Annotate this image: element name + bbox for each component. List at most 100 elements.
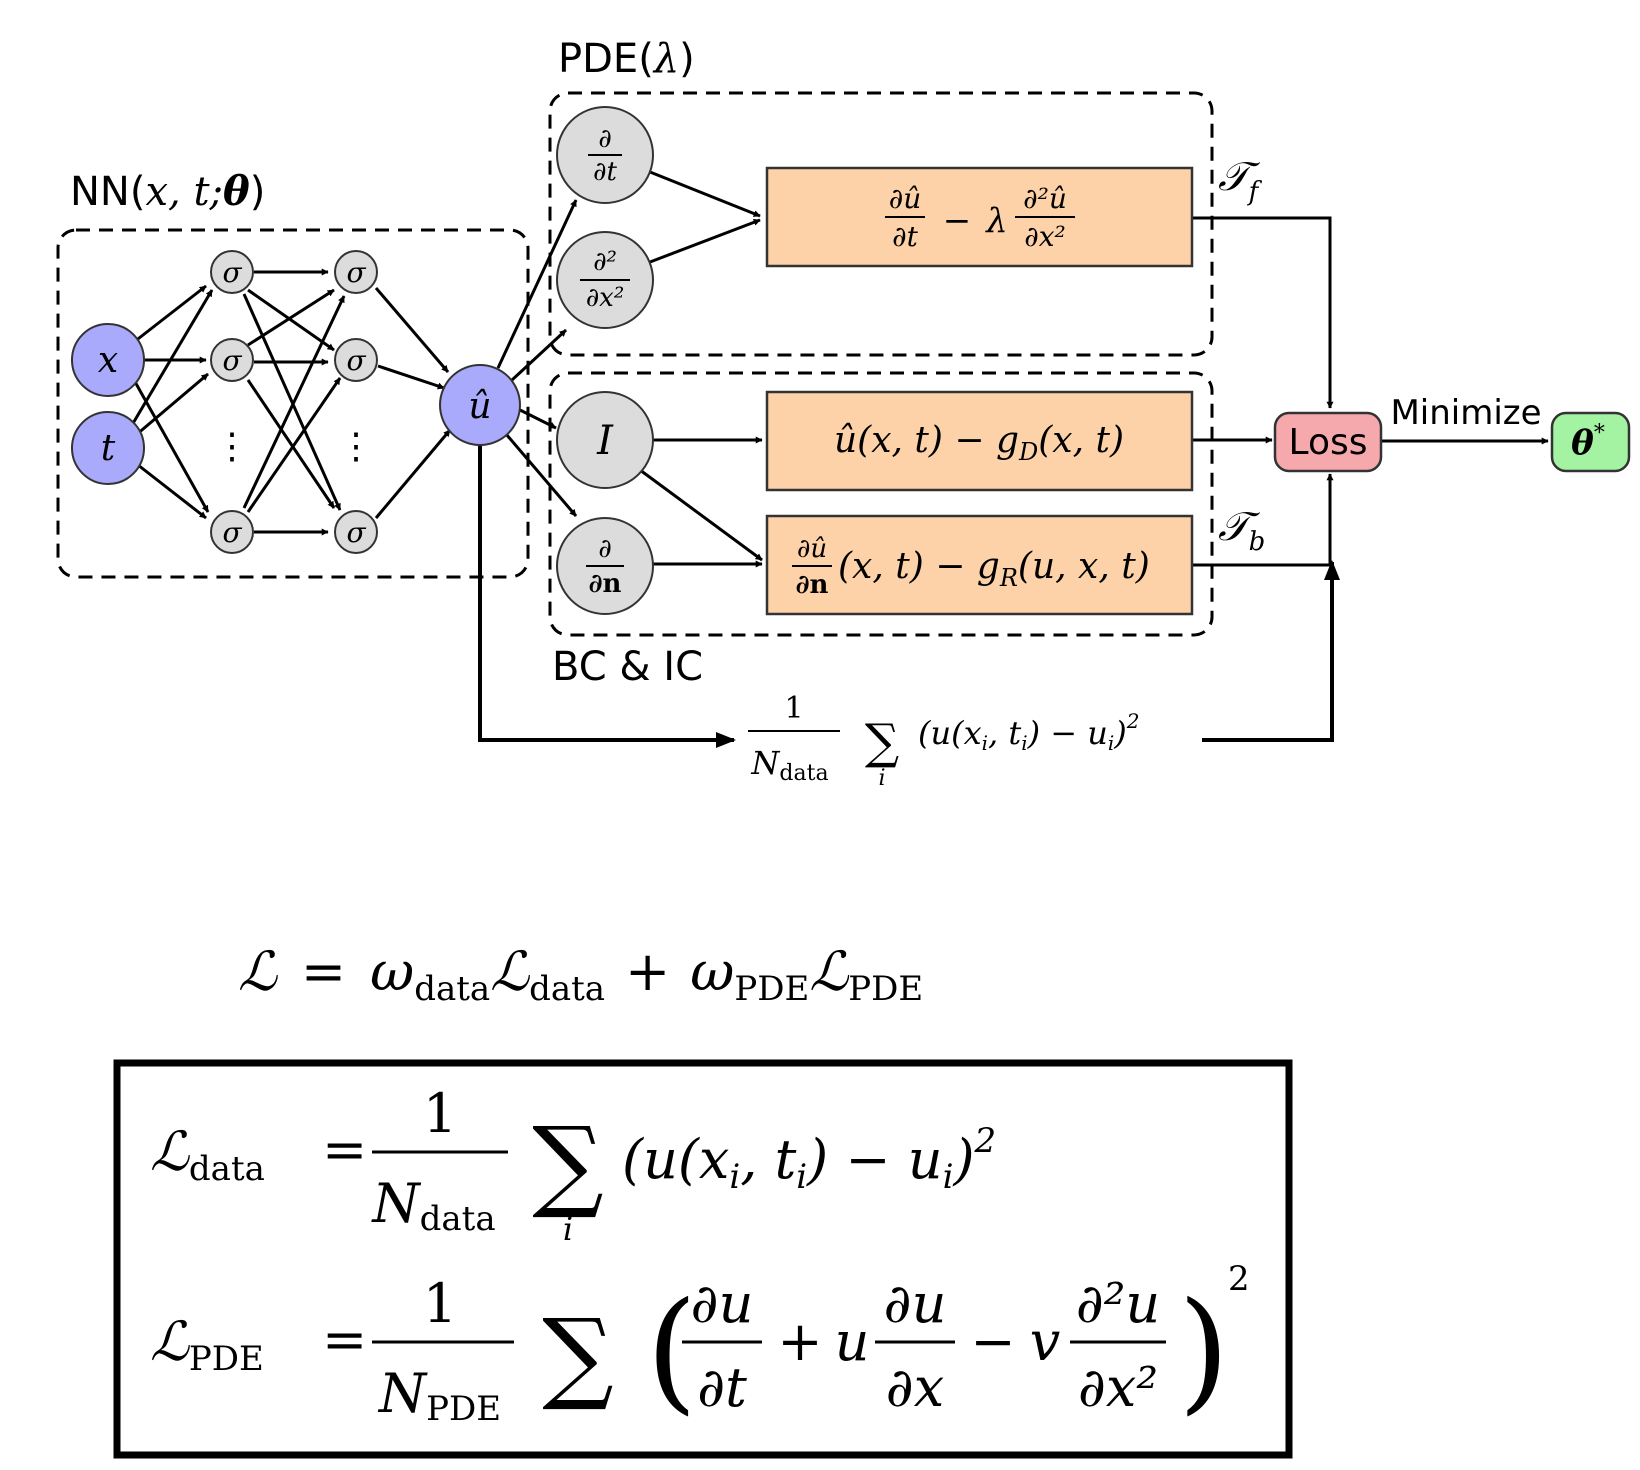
network-edges [130, 170, 1549, 568]
minimize-label: Minimize [1390, 393, 1541, 433]
pde-loss-lparen: ( [646, 1274, 698, 1428]
edge [374, 429, 452, 519]
training-set-b: 𝒯b [1218, 504, 1265, 557]
data-loss-N: Ndata [370, 1172, 495, 1239]
edge [519, 408, 557, 430]
theta-star-rect [1550, 411, 1631, 473]
theta-star-label: θ* [1571, 421, 1605, 463]
operator-d-dn-num: ∂ [598, 534, 611, 564]
pde-residual-d1: ∂t [892, 220, 918, 253]
data-loss-equation: ℒdata = 1 Ndata ∑ i (u(xi, ti) − ui)2 [150, 1082, 996, 1248]
operator-d-dt-num: ∂ [598, 124, 611, 154]
pde-loss-n2: ∂u [884, 1272, 947, 1335]
edge [1202, 560, 1340, 742]
edge [247, 288, 335, 347]
input-node-t [71, 411, 145, 485]
pde-residual-rect [765, 166, 1194, 268]
input-node-x-label: x [98, 340, 118, 381]
pde-loss-one: 1 [423, 1272, 457, 1335]
edge [496, 199, 578, 369]
output-layer: û [439, 364, 521, 446]
hidden-node [334, 250, 378, 294]
input-layer: x t [71, 323, 145, 485]
edge [504, 433, 578, 517]
edge [649, 218, 761, 264]
operator-identity-label: I [596, 418, 614, 464]
data-term-one: 1 [784, 691, 803, 726]
edge [130, 289, 214, 426]
pde-residual-n2: ∂²û [1023, 182, 1067, 215]
edge [374, 287, 450, 373]
hidden-layer-2: σ σ ⋮ σ [334, 250, 378, 554]
hidden-node-label: σ [222, 344, 242, 377]
robin-residual-num: ∂û [797, 534, 827, 564]
pde-loss-minus: − [970, 1310, 1015, 1373]
robin-residual-rect [765, 514, 1194, 616]
pde-residual-lambda: λ [984, 201, 1008, 241]
hidden-node [210, 510, 254, 554]
data-term-sum-sub: i [878, 766, 885, 791]
pde-loss-d2: ∂x [886, 1356, 944, 1419]
edge [377, 364, 445, 390]
edge [649, 170, 761, 218]
nn-group-frame [56, 228, 530, 579]
hidden-node-label: σ [222, 516, 242, 549]
pde-residual-minus: − [943, 201, 972, 241]
pde-residual-d2: ∂x² [1024, 220, 1066, 253]
pde-loss-equation: ℒPDE = 1 NPDE ∑ ( ∂u ∂t + u ∂u ∂x − v ∂²… [150, 1259, 1250, 1429]
nn-label: NN(x, t;θ) [70, 168, 265, 215]
pde-loss-n3: ∂²u [1076, 1272, 1160, 1335]
pde-residual-n1: ∂û [889, 182, 922, 215]
theta-star-node: θ* [1550, 411, 1631, 473]
total-loss-equation: ℒ=ωdataℒdata+ωPDEℒPDE [238, 940, 923, 1009]
dirichlet-residual-rect [765, 390, 1194, 492]
data-fit-path [478, 444, 1340, 748]
pde-group-frame [548, 91, 1214, 357]
edge [639, 468, 763, 562]
robin-residual-text: (x, t) − gR(u, x, t) [838, 546, 1150, 592]
hidden-node [210, 338, 254, 382]
pde-loss-plus: + [777, 1310, 822, 1373]
data-loss-eq: = [322, 1118, 367, 1181]
loss-definitions-frame [113, 1059, 1293, 1459]
operator-d-dn-den: ∂n [589, 569, 622, 599]
input-node-x [71, 323, 145, 397]
pde-loss-u: u [835, 1310, 870, 1373]
input-node-t-label: t [101, 428, 116, 469]
hidden-node-label: σ [222, 256, 242, 289]
data-loss-one: 1 [423, 1082, 457, 1145]
pde-loss-rparen: ) [1178, 1274, 1230, 1428]
data-term-sum: ∑ [865, 714, 899, 770]
loss-rect [1273, 411, 1383, 473]
data-loss-sum: ∑ [532, 1105, 603, 1222]
loss-node: Loss [1273, 411, 1383, 473]
edge [135, 372, 209, 437]
edge [246, 379, 336, 509]
data-term-N: Ndata [750, 744, 828, 786]
pde-loss-d1: ∂t [697, 1356, 747, 1419]
hidden-node [334, 338, 378, 382]
dirichlet-residual-text: û(x, t) − gD(x, t) [834, 420, 1124, 466]
hidden-node-label: σ [346, 256, 366, 289]
edge [478, 444, 736, 748]
hidden-node-label: σ [346, 516, 366, 549]
pde-loss-eq: = [322, 1308, 367, 1371]
operator-d-dt-den: ∂t [593, 157, 617, 187]
edge [133, 284, 207, 344]
operator-d2-den: ∂x² [586, 283, 625, 313]
pde-loss-d3: ∂x² [1078, 1356, 1158, 1419]
hidden-node [210, 250, 254, 294]
robin-residual-box: ∂û ∂n (x, t) − gR(u, x, t) [765, 514, 1194, 616]
hidden-layer-1: σ σ ⋮ σ [210, 250, 254, 554]
edge [510, 328, 568, 382]
data-loss-sum-sub: i [563, 1210, 573, 1248]
output-node-u-hat [439, 364, 521, 446]
vdots: ⋮ [214, 426, 250, 467]
pde-loss-sq: 2 [1228, 1259, 1250, 1299]
hidden-node [334, 510, 378, 554]
edge [137, 463, 207, 520]
pde-loss-L: ℒPDE [150, 1310, 264, 1379]
output-node-u-hat-label: û [468, 386, 491, 427]
pde-loss-v: v [1030, 1310, 1061, 1373]
